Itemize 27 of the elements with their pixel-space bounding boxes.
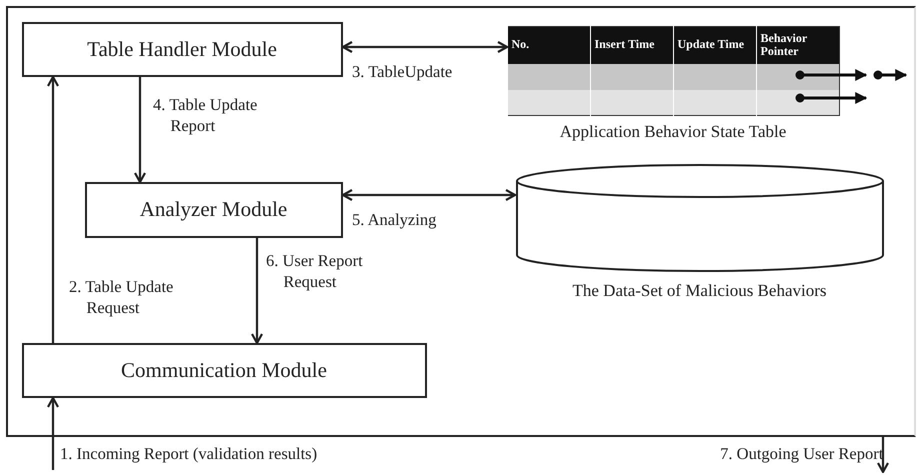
edge-label: 2. Table Update Request — [69, 276, 174, 319]
edge-label: 4. Table Update Report — [153, 94, 258, 137]
system-frame — [6, 6, 916, 437]
column-header: Insert Time — [594, 38, 654, 52]
module-name: Analyzer Module — [140, 197, 288, 222]
module-box — [22, 342, 426, 398]
arrow — [46, 396, 60, 470]
edge-label: 5. Analyzing — [352, 209, 438, 230]
arrow — [250, 238, 264, 344]
arrow — [46, 76, 60, 343]
column-header: Update Time — [678, 38, 744, 52]
arrow — [876, 437, 890, 474]
arrow — [342, 40, 508, 54]
edge-label: 6. User Report Request — [266, 250, 364, 293]
database-caption: The Data-Set of Malicious Behaviors — [572, 280, 828, 300]
edge-label: 1. Incoming Report (validation results) — [60, 443, 318, 464]
edge-label: 7. Outgoing User Report — [719, 443, 884, 464]
module-box — [84, 182, 342, 238]
table-caption: Application Behavior State Table — [558, 122, 788, 142]
module-box — [22, 22, 342, 76]
arrow — [134, 77, 146, 184]
column-header: Behavior Pointer — [760, 32, 808, 58]
arrow — [342, 188, 516, 202]
edge-label: 3. TableUpdate — [352, 61, 454, 82]
module-name: Table Handler Module — [87, 36, 277, 62]
column-header: No. — [512, 38, 530, 52]
module-name: Communication Module — [121, 358, 327, 382]
